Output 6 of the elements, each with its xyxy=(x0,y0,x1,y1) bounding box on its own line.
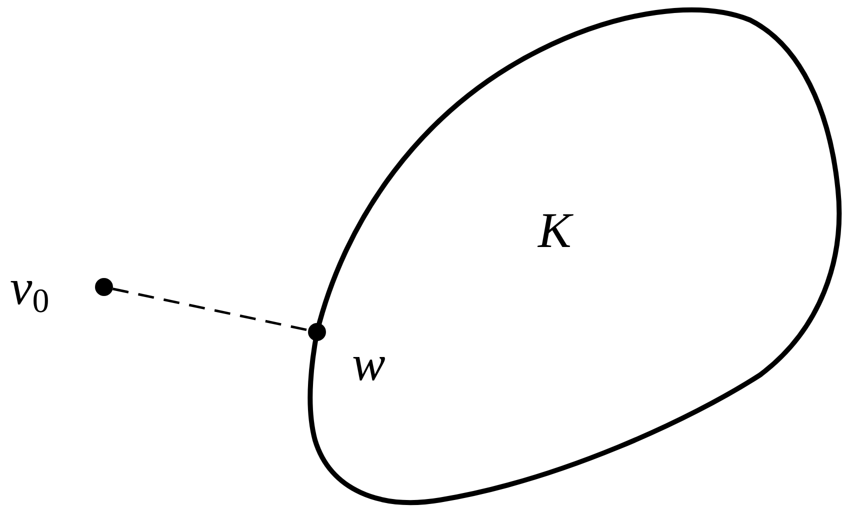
point-label: w xyxy=(352,338,386,388)
point-dot xyxy=(308,323,326,341)
point-dot xyxy=(95,278,113,296)
point-label: v$_{0}$ xyxy=(10,262,50,319)
dashed-line xyxy=(112,288,308,332)
set-label: K xyxy=(538,205,572,255)
